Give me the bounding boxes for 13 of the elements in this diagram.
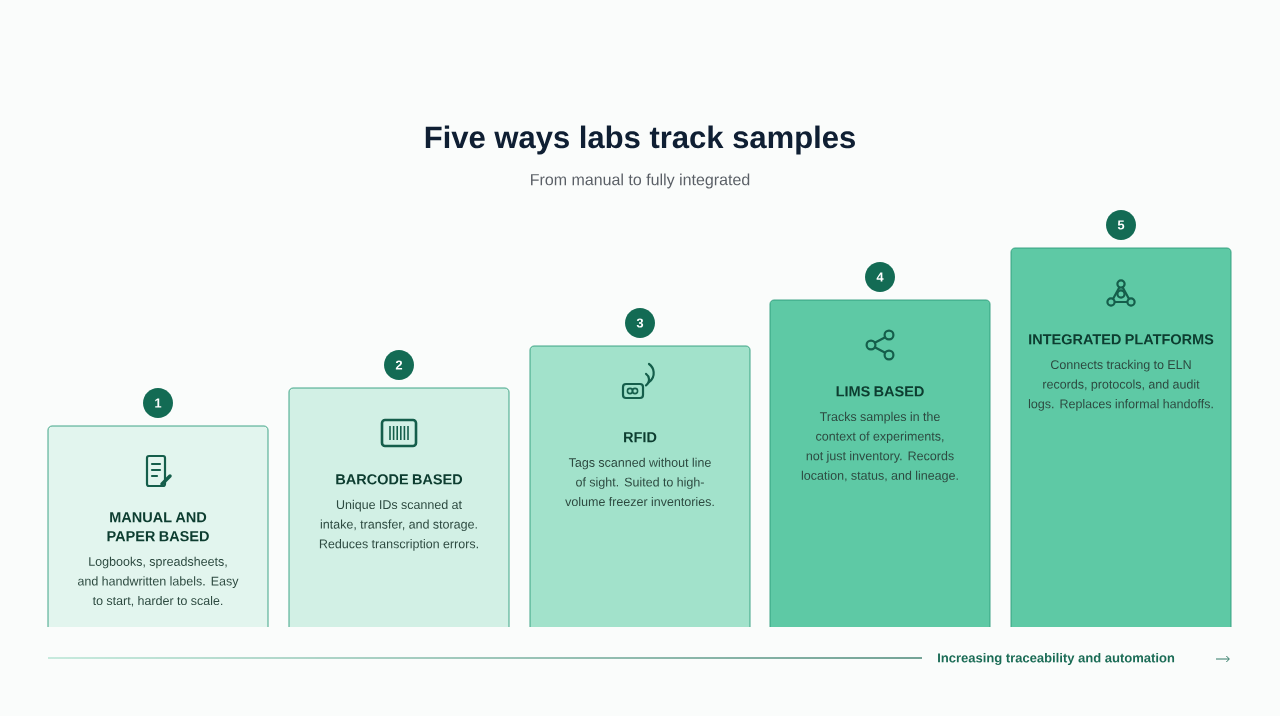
stage-card: INTEGRATED PLATFORMS Connects tracking to ELN records, protocols, and audit logs. Replaces informal handoffs. — [1010, 247, 1232, 628]
stage-card: MANUAL AND PAPER BASED Logbooks, spreadsheets, and handwritten labels. Easy to start, harder to scale. — [47, 425, 269, 628]
subtitle: From manual to fully integrated — [531, 173, 750, 189]
number-badge: 5 — [1106, 210, 1136, 240]
axis-label: Increasing traceability and automation — [938, 652, 1175, 666]
stage-card: LIMS BASED Tracks samples in the context of experiments, not just inventory. Records location, status, and lineage. — [769, 299, 991, 628]
number-badge: 3 — [625, 308, 655, 338]
number-badge: 2 — [384, 350, 414, 380]
title: Five ways labs track samples — [425, 125, 855, 155]
stage-card: BARCODE BASED Unique IDs scanned at intake, transfer, and storage. Reduces transcription errors. — [288, 387, 510, 628]
stage-card: RFID Tags scanned without line of sight. Suited to high-volume freezer inventories. — [529, 345, 751, 628]
number-badge: 1 — [143, 388, 173, 418]
number-badge: 4 — [865, 262, 895, 292]
